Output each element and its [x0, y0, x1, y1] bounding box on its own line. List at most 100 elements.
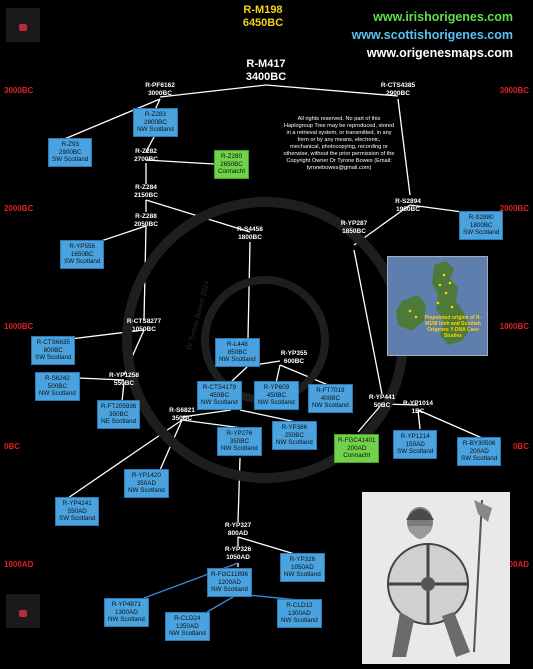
box-location: NW Scotland	[108, 616, 145, 624]
era-label-0bc: 0BC	[512, 442, 529, 451]
box-name: R-YP1214	[400, 433, 430, 440]
box-name: R-FT7019	[316, 387, 345, 394]
node-date: 550BC	[113, 380, 135, 387]
root-name: R-M198	[243, 4, 283, 16]
box-location: NW Scotland	[312, 402, 349, 410]
box-name: R-L448	[227, 341, 248, 348]
box-location: NW Scotland	[169, 630, 206, 638]
box-location: SW Scotland	[461, 455, 498, 463]
box-location: NW Scotland	[137, 126, 174, 134]
box-location: SW Scotland	[397, 448, 434, 456]
era-label-3000bc: 3000BC	[4, 86, 34, 95]
box-name: R-YP326	[289, 556, 316, 563]
node-name: R-CTS8277	[126, 318, 162, 325]
node-name: R-YP326	[224, 546, 252, 553]
box-name: R-YP609	[263, 384, 290, 391]
era-label-2000bc: 2000BC	[4, 204, 34, 213]
node-name: R-YP441	[368, 394, 396, 401]
box-location: NW Scotland	[39, 390, 76, 398]
box-name: R-CLD12	[286, 602, 313, 609]
box-date: 1050AD	[290, 563, 314, 571]
map-caption: Pinpointed origins of R-M198 Irish and S…	[424, 315, 482, 339]
box-location: SW Scotland	[463, 229, 500, 237]
node-date: 1BC	[411, 408, 425, 415]
box-location: SW Scotland	[52, 156, 89, 164]
box-date: 350BC	[109, 410, 129, 418]
warrior-graphic	[362, 492, 510, 664]
url-scottishorigenes[interactable]: www.scottishorigenes.com	[351, 28, 513, 42]
subclade-name: R-M417	[246, 58, 286, 70]
node-date: 600BC	[283, 358, 305, 365]
node-date: 1050BC	[132, 326, 156, 333]
node-date: 50BC	[373, 402, 391, 409]
box-date: 200AD	[469, 447, 489, 455]
box-name: R-S2880	[468, 214, 494, 221]
box-location: NW Scotland	[258, 399, 295, 407]
box-name: R-YP4871	[111, 601, 141, 608]
node-name: R-CTS4385	[380, 82, 416, 89]
node-name: R-Z284	[135, 184, 157, 191]
node-name: R-YP1014	[403, 400, 433, 407]
url-origenesmaps[interactable]: www.origenesmaps.com	[366, 46, 513, 60]
box-date: 2900BC	[58, 148, 82, 156]
box-location: NW Scotland	[219, 356, 256, 364]
origins-map: Pinpointed origins of R-M198 Irish and S…	[387, 256, 488, 356]
node-date: 2150BC	[134, 192, 158, 199]
node-date: 3000BC	[148, 90, 172, 97]
box-date: 1350AD	[175, 622, 199, 630]
node-date: 2700BC	[134, 156, 158, 163]
box-date: 450BC	[266, 391, 286, 399]
box-location: SW Scotland	[35, 354, 72, 362]
thumbnail-image	[6, 8, 40, 42]
box-location: NE Scotland	[101, 418, 137, 426]
url-irishorigenes[interactable]: www.irishorigenes.com	[373, 10, 513, 24]
box-location: SW Scotland	[64, 258, 101, 266]
box-location: NW Scotland	[201, 399, 238, 407]
node-date: 350BC	[171, 415, 193, 422]
box-location: NW Scotland	[276, 439, 313, 447]
box-date: 450BC	[209, 391, 229, 399]
box-name: R-YP386	[281, 424, 308, 431]
box-date: 1200AD	[218, 578, 241, 586]
copyright-notice: All rights reserved. No part of this Hap…	[283, 116, 395, 171]
box-name: R-CTS4179	[202, 384, 236, 391]
box-name: R-FGC11896	[211, 571, 248, 578]
era-label-1000bc: 1000BC	[4, 322, 34, 331]
box-name: R-CTS6635	[36, 339, 70, 346]
